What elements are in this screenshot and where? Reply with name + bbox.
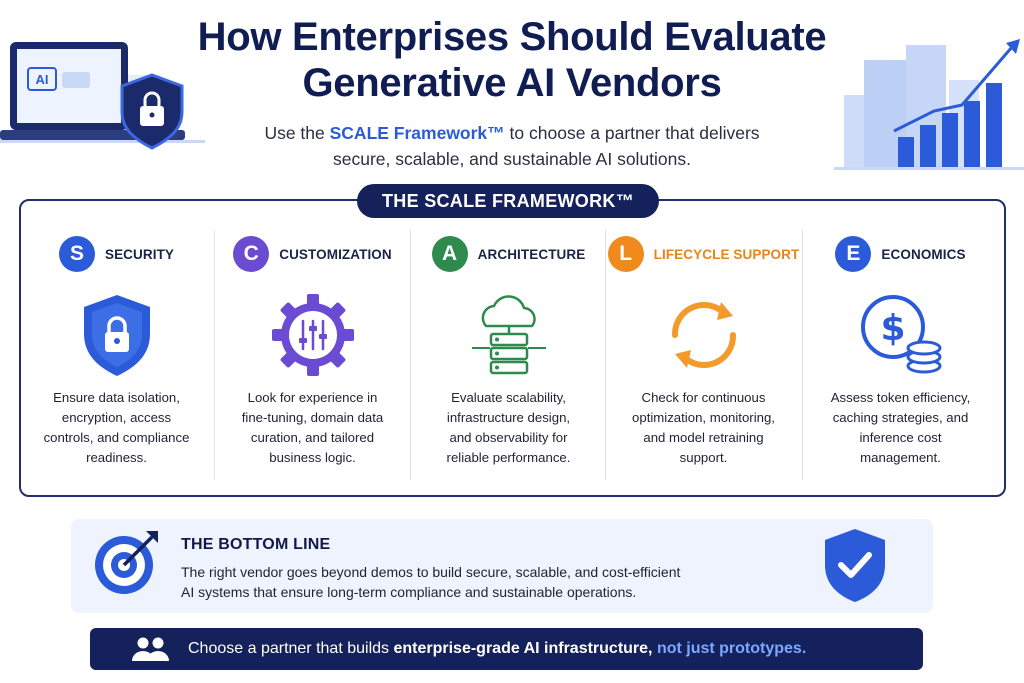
gear-sliders-icon (271, 294, 354, 376)
column-divider (802, 230, 803, 480)
cta-text: Choose a partner that builds enterprise-… (188, 640, 807, 657)
pillar-title: LIFECYCLE SUPPORT (653, 246, 800, 262)
pillar-title: CUSTOMIZATION (279, 246, 392, 262)
framework-label: THE SCALE FRAMEWORK™ (357, 184, 659, 218)
pillar-letter-badge: L (607, 236, 644, 272)
column-divider (605, 230, 606, 480)
pillar-title: ECONOMICS (881, 246, 966, 262)
shield-check-icon (825, 529, 885, 602)
column-divider (410, 230, 411, 480)
laptop-shield-illustration: AI (0, 42, 205, 150)
framework-name-highlight: SCALE Framework™ (329, 123, 505, 143)
pillar-description: Assess token efficiency,caching strategi… (830, 390, 971, 465)
cta-banner: Choose a partner that builds enterprise-… (90, 628, 923, 670)
growth-buildings-illustration (834, 39, 1024, 170)
column-divider (214, 230, 215, 480)
dollar-coins-icon: $ (860, 295, 941, 374)
pillar-letter-badge: S (58, 236, 95, 272)
pillar-description: Evaluate scalability,infrastructure desi… (446, 390, 571, 465)
pillar-architecture: A ARCHITECTURE Evaluate scalability,infr… (411, 228, 606, 480)
bottom-line-panel (71, 519, 933, 613)
pillar-letter-badge: A (431, 236, 468, 272)
pillar-title: ARCHITECTURE (477, 246, 586, 262)
ai-chat-badge: AI (36, 72, 49, 87)
pillar-security: S SECURITY Ensure data isolation,encrypt… (19, 228, 214, 480)
pillar-lifecycle-support: L LIFECYCLE SUPPORT Check for continuous… (606, 228, 801, 480)
page-title: How Enterprises Should Evaluate Generati… (197, 15, 827, 105)
refresh-cycle-icon (671, 302, 736, 368)
bottom-line-title: THE BOTTOM LINE (181, 536, 331, 553)
pillar-title: SECURITY (104, 246, 175, 262)
pillar-economics: E ECONOMICS $ Assess token efficiency,ca… (803, 228, 998, 480)
users-icon (132, 637, 169, 661)
pillar-letter-badge: C (233, 236, 270, 272)
page-subtitle: Use the SCALE Framework™ to choose a par… (264, 123, 760, 169)
pillar-description: Ensure data isolation,encryption, access… (43, 390, 190, 465)
bottom-line-text: The right vendor goes beyond demos to bu… (181, 564, 681, 600)
shield-lock-icon (83, 295, 150, 376)
target-icon (95, 531, 158, 594)
cloud-server-icon (471, 295, 546, 375)
svg-text:$: $ (880, 308, 905, 349)
pillar-letter-badge: E (835, 236, 872, 272)
